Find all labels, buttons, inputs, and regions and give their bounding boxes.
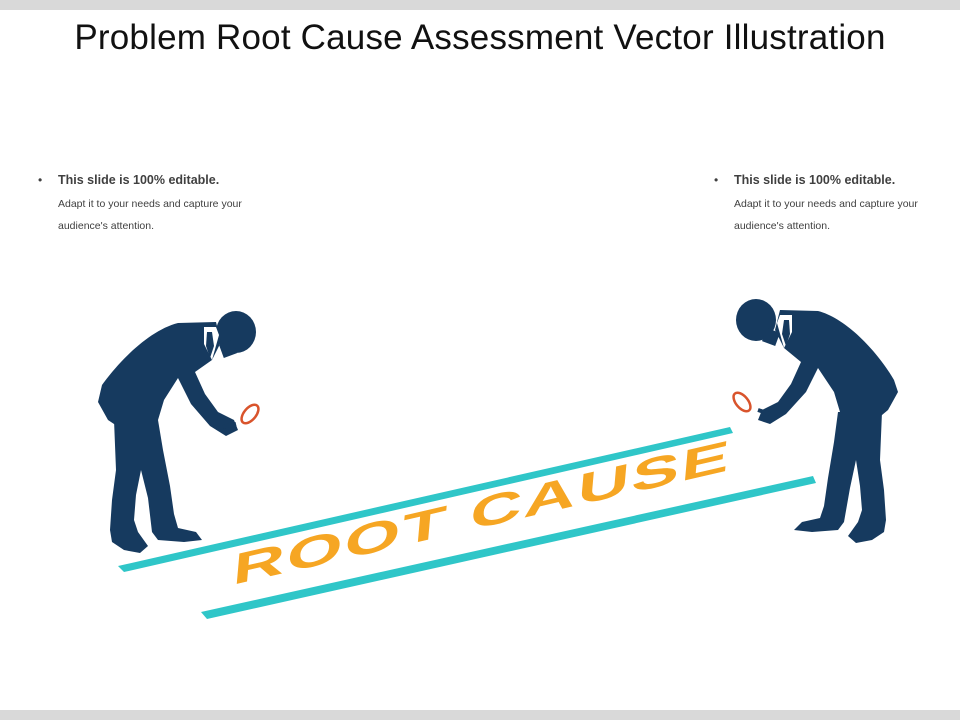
businessman-silhouette-icon	[98, 311, 260, 553]
businessman-silhouette-icon	[732, 299, 898, 543]
bullet-marker: •	[714, 173, 719, 187]
note-heading-row: • This slide is 100% editable.	[38, 172, 258, 188]
magnifying-glass-icon	[240, 403, 260, 425]
text-note-left: • This slide is 100% editable. Adapt it …	[38, 172, 258, 237]
bullet-marker: •	[38, 173, 43, 187]
top-stripe	[118, 427, 733, 572]
note-heading-row: • This slide is 100% editable.	[714, 172, 934, 188]
magnifying-glass-icon	[732, 391, 752, 413]
bottom-border-bar	[0, 710, 960, 720]
note-body-text: Adapt it to your needs and capture your …	[734, 198, 918, 232]
page-title: Problem Root Cause Assessment Vector Ill…	[74, 18, 886, 57]
note-lead-text: This slide is 100% editable.	[734, 173, 896, 187]
note-lead-text: This slide is 100% editable.	[58, 173, 220, 187]
note-body-text: Adapt it to your needs and capture your …	[58, 198, 242, 232]
top-border-bar	[0, 0, 960, 10]
text-note-right: • This slide is 100% editable. Adapt it …	[714, 172, 934, 237]
bottom-stripe	[201, 476, 816, 619]
